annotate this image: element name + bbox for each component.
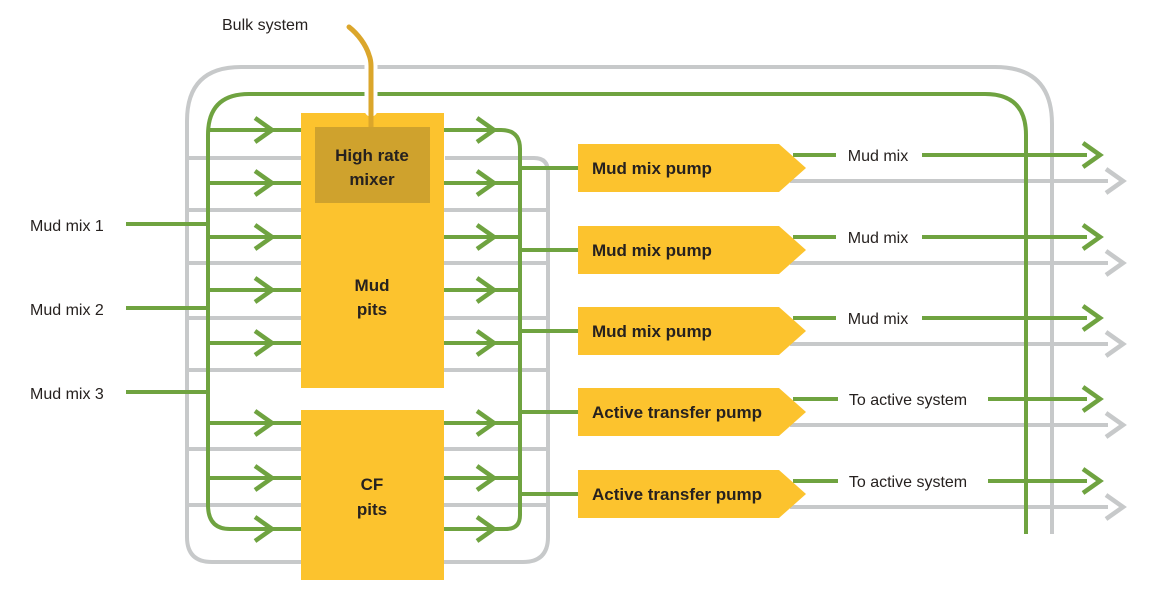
pump-output-label: Mud mix xyxy=(848,230,908,247)
cf-pits-box xyxy=(301,410,444,580)
mud-pits-label-line1: Mud xyxy=(355,276,390,295)
mud-mix-2-label: Mud mix 2 xyxy=(30,302,104,319)
pump-label: Mud mix pump xyxy=(592,159,712,178)
pump-label: Active transfer pump xyxy=(592,485,762,504)
arrow-icon xyxy=(1106,251,1123,275)
green-loop-bottom-corner xyxy=(206,504,301,531)
arrow-icon xyxy=(1106,169,1123,193)
high-rate-mixer-label-line1: High rate xyxy=(335,146,409,165)
pump-shape xyxy=(578,144,806,192)
mud-mix-1-label: Mud mix 1 xyxy=(30,218,104,235)
bulk-system-label: Bulk system xyxy=(222,17,308,34)
pump-output-label: To active system xyxy=(849,474,967,491)
high-rate-mixer-label-line2: mixer xyxy=(349,170,395,189)
bulk-line xyxy=(346,24,374,132)
pump-shape xyxy=(578,307,806,355)
pump-label: Mud mix pump xyxy=(592,241,712,260)
mud-pits-label-line2: pits xyxy=(357,300,387,319)
pump-label: Active transfer pump xyxy=(592,403,762,422)
arrow-icon xyxy=(1106,332,1123,356)
green-loop-line xyxy=(206,92,1028,534)
pump-shape xyxy=(578,226,806,274)
arrow-icon xyxy=(1106,413,1123,437)
pump-shape xyxy=(578,388,806,436)
pump-output-label: Mud mix xyxy=(848,148,908,165)
gray-loop-line xyxy=(185,65,1054,564)
cf-pits-label-line2: pits xyxy=(357,500,387,519)
pump-label: Mud mix pump xyxy=(592,322,712,341)
bulk-system-line xyxy=(342,20,378,132)
pump-output-label: To active system xyxy=(849,392,967,409)
mud-mix-3-label: Mud mix 3 xyxy=(30,386,104,403)
pump-shape xyxy=(578,470,806,518)
pumps xyxy=(578,144,806,518)
arrow-icon xyxy=(1106,495,1123,519)
gray-arrowheads xyxy=(1106,169,1123,519)
green-piping xyxy=(126,92,1100,541)
high-rate-mixer-box xyxy=(315,127,430,203)
cf-pits-label-line1: CF xyxy=(361,475,384,494)
pump-output-label: Mud mix xyxy=(848,311,908,328)
